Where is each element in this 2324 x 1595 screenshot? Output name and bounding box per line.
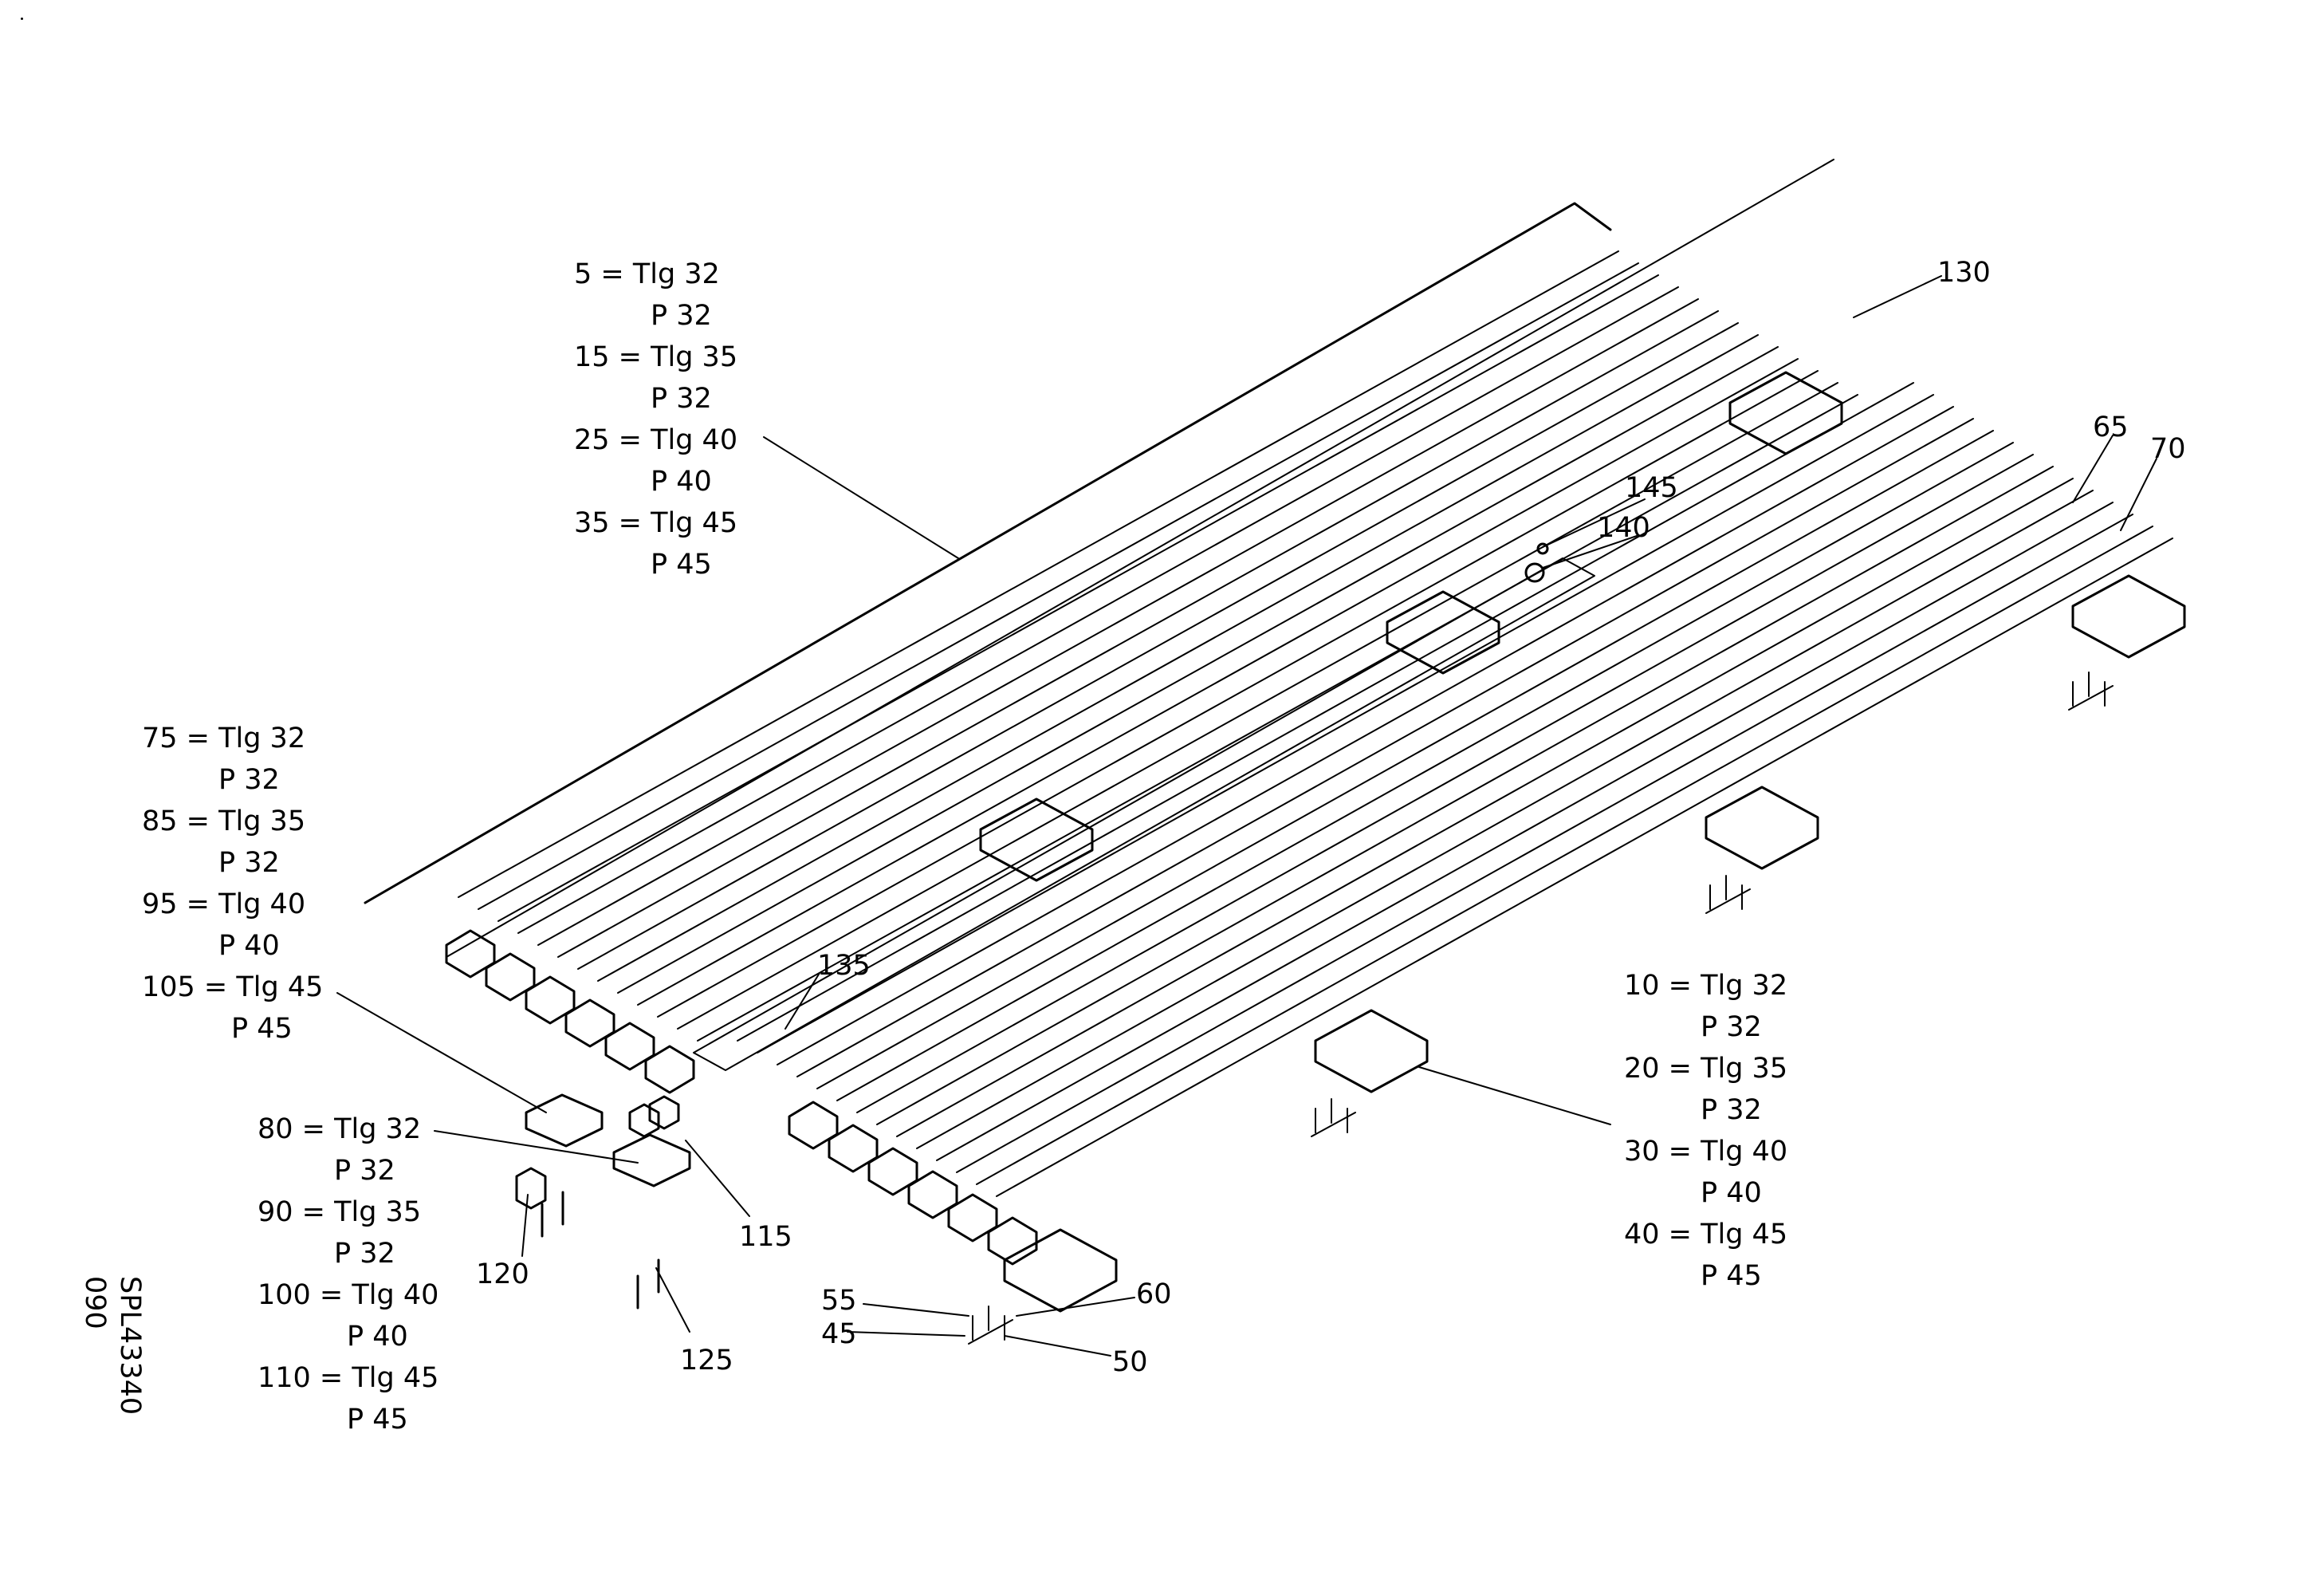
- callout-135: 135: [817, 950, 871, 982]
- callout-125: 125: [680, 1345, 733, 1376]
- parts-subline: P 40: [218, 930, 280, 962]
- parts-subline: P 40: [347, 1321, 408, 1353]
- parts-line: 15 = Tlg 35: [574, 341, 738, 373]
- parts-line: 100 = Tlg 40: [258, 1279, 439, 1311]
- parts-line: 95 = Tlg 40: [142, 888, 306, 920]
- cross-tie: [693, 557, 1595, 1071]
- parts-line: 90 = Tlg 35: [258, 1196, 422, 1228]
- parts-line: 75 = Tlg 32: [142, 723, 306, 754]
- parts-subline: P 32: [651, 383, 712, 415]
- slats-upper-bank: [458, 250, 1858, 1042]
- slats-lower-bank: [737, 382, 2173, 1197]
- callout-120: 120: [476, 1258, 529, 1290]
- callout-45: 45: [821, 1318, 857, 1350]
- parts-line: 80 = Tlg 32: [258, 1113, 422, 1145]
- parts-subline: P 32: [218, 847, 280, 879]
- hinge-row-right: [788, 1101, 1038, 1266]
- upper-bank-front: [446, 159, 1834, 958]
- parts-subline: P 32: [218, 764, 280, 796]
- parts-subline: P 45: [231, 1013, 293, 1045]
- parts-block-bottom: 80 = Tlg 32 P 32 90 = Tlg 35 P 32 100 = …: [258, 1109, 438, 1440]
- drawing-code: SPL43340 090: [79, 1276, 146, 1416]
- callout-130: 130: [1937, 257, 1991, 289]
- leader-lines: [336, 275, 2157, 1357]
- callout-60: 60: [1136, 1278, 1172, 1310]
- hinge-row-left: [445, 929, 695, 1094]
- parts-line: 5 = Tlg 32: [574, 258, 720, 290]
- parts-subline: P 45: [1701, 1260, 1762, 1292]
- callout-70: 70: [2150, 433, 2186, 465]
- parts-line: 40 = Tlg 45: [1624, 1219, 1788, 1250]
- parts-block-top: 5 = Tlg 32 P 32 15 = Tlg 35 P 32 25 = Tl…: [574, 254, 737, 585]
- parts-subline: P 32: [334, 1155, 395, 1187]
- parts-subline: P 32: [1701, 1011, 1762, 1043]
- parts-line: 20 = Tlg 35: [1624, 1053, 1788, 1085]
- parts-subline: P 45: [651, 549, 712, 581]
- support-brackets: [979, 371, 2186, 1313]
- callout-50: 50: [1112, 1346, 1148, 1378]
- parts-block-right: 10 = Tlg 32 P 32 20 = Tlg 35 P 32 30 = T…: [1624, 965, 1787, 1297]
- parts-subline: P 40: [651, 466, 712, 498]
- bolt-groups: [968, 671, 2114, 1345]
- parts-block-left: 75 = Tlg 32 P 32 85 = Tlg 35 P 32 95 = T…: [142, 718, 323, 1050]
- parts-line: 10 = Tlg 32: [1624, 970, 1788, 1002]
- corner-dot: [21, 18, 23, 20]
- parts-line: 105 = Tlg 45: [142, 971, 324, 1003]
- callout-145: 145: [1625, 472, 1678, 504]
- parts-line: 85 = Tlg 35: [142, 805, 306, 837]
- exploded-parts: [515, 542, 1549, 1309]
- callout-65: 65: [2093, 412, 2129, 443]
- parts-subline: P 45: [347, 1404, 408, 1436]
- parts-subline: P 32: [334, 1238, 395, 1270]
- parts-subline: P 32: [1701, 1094, 1762, 1126]
- parts-line: 35 = Tlg 45: [574, 507, 738, 539]
- callout-140: 140: [1597, 512, 1650, 544]
- parts-line: 30 = Tlg 40: [1624, 1136, 1788, 1168]
- parts-line: 110 = Tlg 45: [258, 1362, 439, 1394]
- callout-55: 55: [821, 1285, 857, 1317]
- parts-subline: P 40: [1701, 1177, 1762, 1209]
- parts-line: 25 = Tlg 40: [574, 424, 738, 456]
- upper-bank-outline: [364, 202, 1612, 904]
- callout-115: 115: [739, 1221, 792, 1253]
- parts-subline: P 32: [651, 300, 712, 332]
